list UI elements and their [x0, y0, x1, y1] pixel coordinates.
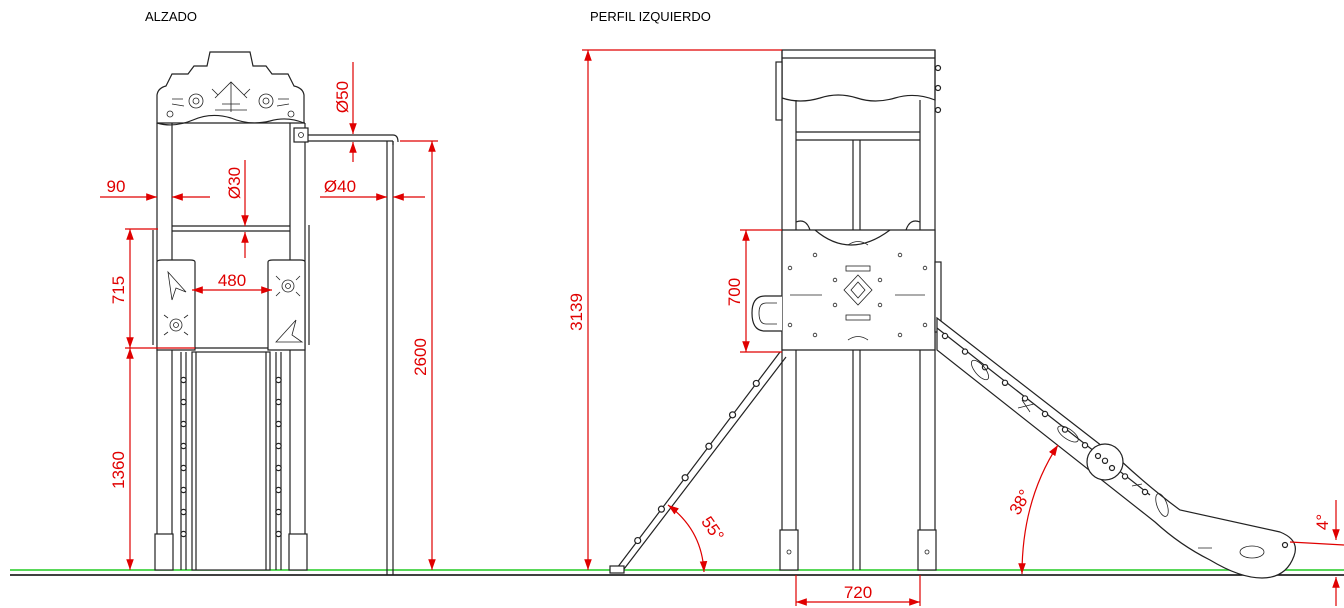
bolt	[1041, 410, 1049, 418]
bolt	[180, 486, 187, 494]
bolt	[275, 464, 282, 472]
panel-dot	[832, 277, 838, 283]
bolt	[961, 348, 969, 355]
bolt	[941, 332, 949, 340]
panel-dot	[877, 302, 883, 308]
bolt	[1101, 457, 1109, 464]
panel-dot	[832, 302, 838, 308]
panel-dots	[787, 252, 928, 338]
dim-a38: 38°	[1006, 486, 1035, 518]
bolt	[275, 442, 282, 450]
ladder-bolts	[180, 376, 282, 538]
dim-w720: 720	[844, 583, 872, 602]
dim-h1360: 1360	[109, 451, 128, 489]
bolt	[180, 398, 187, 406]
bolt	[981, 364, 989, 371]
panel-dot	[897, 332, 903, 338]
ladder-rung	[728, 411, 737, 419]
side-view-title: PERFIL IZQUIERDO	[590, 9, 711, 24]
slide-bolts	[941, 332, 1289, 549]
ladder-rung	[657, 505, 666, 513]
panel-dot	[812, 252, 818, 258]
bolt	[180, 508, 187, 516]
panel-dot	[922, 265, 928, 271]
bolt	[1281, 541, 1289, 549]
crest-emblem-icon	[171, 81, 290, 112]
slide-decoration-icon	[970, 359, 1265, 559]
front-view-title: ALZADO	[145, 9, 197, 24]
dim-h2600: 2600	[411, 338, 430, 376]
ladder-rung	[634, 536, 642, 545]
panel-dot	[877, 277, 883, 283]
bolt	[180, 420, 187, 428]
dim-a55: 55°	[697, 513, 727, 545]
dim-h3139: 3139	[567, 293, 586, 331]
panel-dot	[812, 332, 818, 338]
front-view	[152, 51, 399, 575]
panel-dot	[897, 252, 903, 258]
handle-grip	[751, 295, 782, 332]
bolt	[180, 442, 187, 450]
bolt	[180, 464, 187, 472]
bolt	[1121, 473, 1129, 480]
bolt	[180, 530, 187, 538]
bolt	[934, 64, 942, 72]
panel-dot	[787, 322, 793, 328]
dim-d40: Ø40	[324, 177, 356, 196]
dim-h700: 700	[725, 278, 744, 306]
panel-pattern-icon	[790, 241, 925, 341]
ground-line	[10, 569, 1344, 576]
panel-dot	[787, 265, 793, 271]
ladder-rung	[752, 379, 760, 388]
bolt	[275, 486, 282, 494]
ladder-rung	[681, 474, 689, 482]
bolt	[934, 106, 942, 114]
crest-panel	[156, 51, 305, 126]
bolt	[1094, 452, 1102, 460]
bolt	[275, 420, 282, 428]
ladder-rungs	[634, 379, 760, 545]
bolt	[1081, 442, 1089, 449]
dim-a4: 4°	[1313, 514, 1332, 530]
slide-chute	[936, 316, 1296, 579]
dim-d30: Ø30	[225, 167, 244, 199]
bolt	[275, 508, 282, 516]
bolt	[275, 530, 282, 538]
bolt	[1001, 379, 1009, 386]
front-dimensions: Ø50 Ø30 90 Ø40 480 715 1360 2600	[100, 62, 438, 570]
dim-h715: 715	[109, 276, 128, 304]
bolt	[275, 398, 282, 406]
dim-d50: Ø50	[333, 81, 352, 113]
bolt	[180, 376, 187, 384]
bolt	[275, 376, 282, 384]
bolt	[1141, 488, 1149, 496]
dim-w90: 90	[107, 177, 126, 196]
ladder-rung	[705, 442, 713, 450]
side-view	[609, 49, 1296, 579]
panel-dot	[922, 322, 928, 328]
bolt	[1108, 464, 1116, 472]
side-center-panel	[781, 229, 936, 351]
bolt	[1021, 395, 1029, 402]
panel-pictogram-icon	[163, 270, 304, 343]
dim-w480: 480	[218, 271, 246, 290]
bolt	[934, 84, 942, 92]
